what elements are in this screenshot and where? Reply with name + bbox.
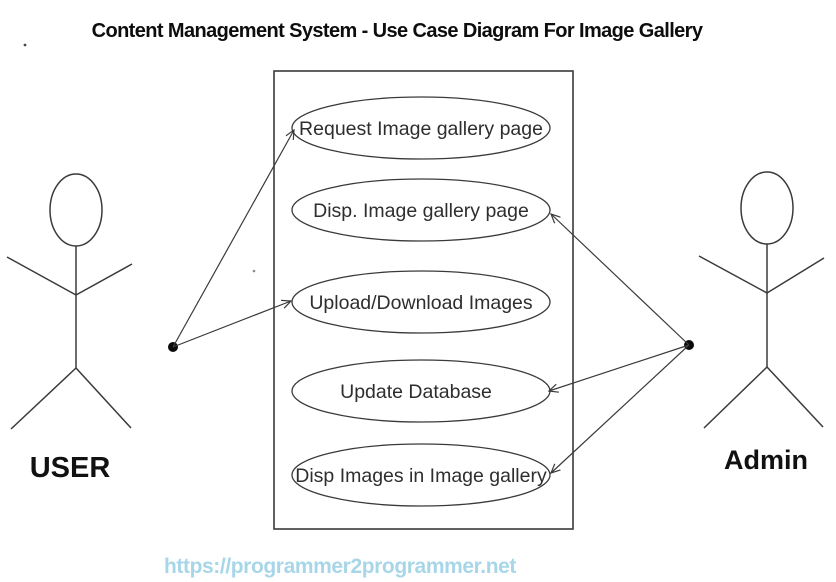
usecase-label: Upload/Download Images (309, 292, 533, 314)
footer-link[interactable]: https://programmer2programmer.net (164, 555, 517, 578)
actor-head (49, 173, 103, 247)
stray-dot (23, 43, 27, 47)
actor-head (740, 171, 794, 245)
association-user-upload-download-images (172, 299, 293, 348)
actor-arm-right (75, 263, 133, 296)
usecase-update-database: Update Database (291, 359, 551, 423)
actor-leg-right (766, 366, 824, 428)
usecase-label: Disp Images in Image gallery (295, 465, 547, 487)
usecase-label: Update Database (340, 381, 492, 403)
usecase-request-image-gallery-page: Request Image gallery page (291, 96, 551, 160)
usecase-label: Request Image gallery page (299, 118, 543, 140)
association-admin-disp-images-in-image-gallery (549, 344, 690, 474)
usecase-disp-image-gallery-page: Disp. Image gallery page (291, 178, 551, 242)
actor-leg-left (10, 367, 77, 430)
usecase-upload-download-images: Upload/Download Images (291, 270, 551, 334)
actor-leg-right (75, 367, 132, 429)
actor-leg-left (703, 366, 768, 429)
actor-admin: Admin (698, 171, 825, 475)
stray-dot (252, 269, 256, 273)
usecase-disp-images-in-image-gallery: Disp Images in Image gallery (291, 443, 551, 507)
diagram-title: Content Management System - Use Case Dia… (92, 20, 704, 42)
usecase-label: Disp. Image gallery page (313, 200, 529, 222)
association-admin-update-database (547, 344, 690, 393)
usecase-ellipse (291, 443, 551, 507)
usecase-ellipse (291, 96, 551, 160)
actor-arm-left (6, 256, 77, 296)
actor-user: USER (6, 173, 133, 484)
association-admin-disp-image-gallery-page (549, 213, 690, 346)
usecase-ellipse (291, 178, 551, 242)
actor-arm-left (698, 255, 768, 294)
actor-admin-label: Admin (724, 445, 808, 475)
actor-user-label: USER (30, 452, 111, 484)
actor-arm-right (766, 257, 825, 294)
association-user-request-image-gallery-page (172, 128, 295, 348)
